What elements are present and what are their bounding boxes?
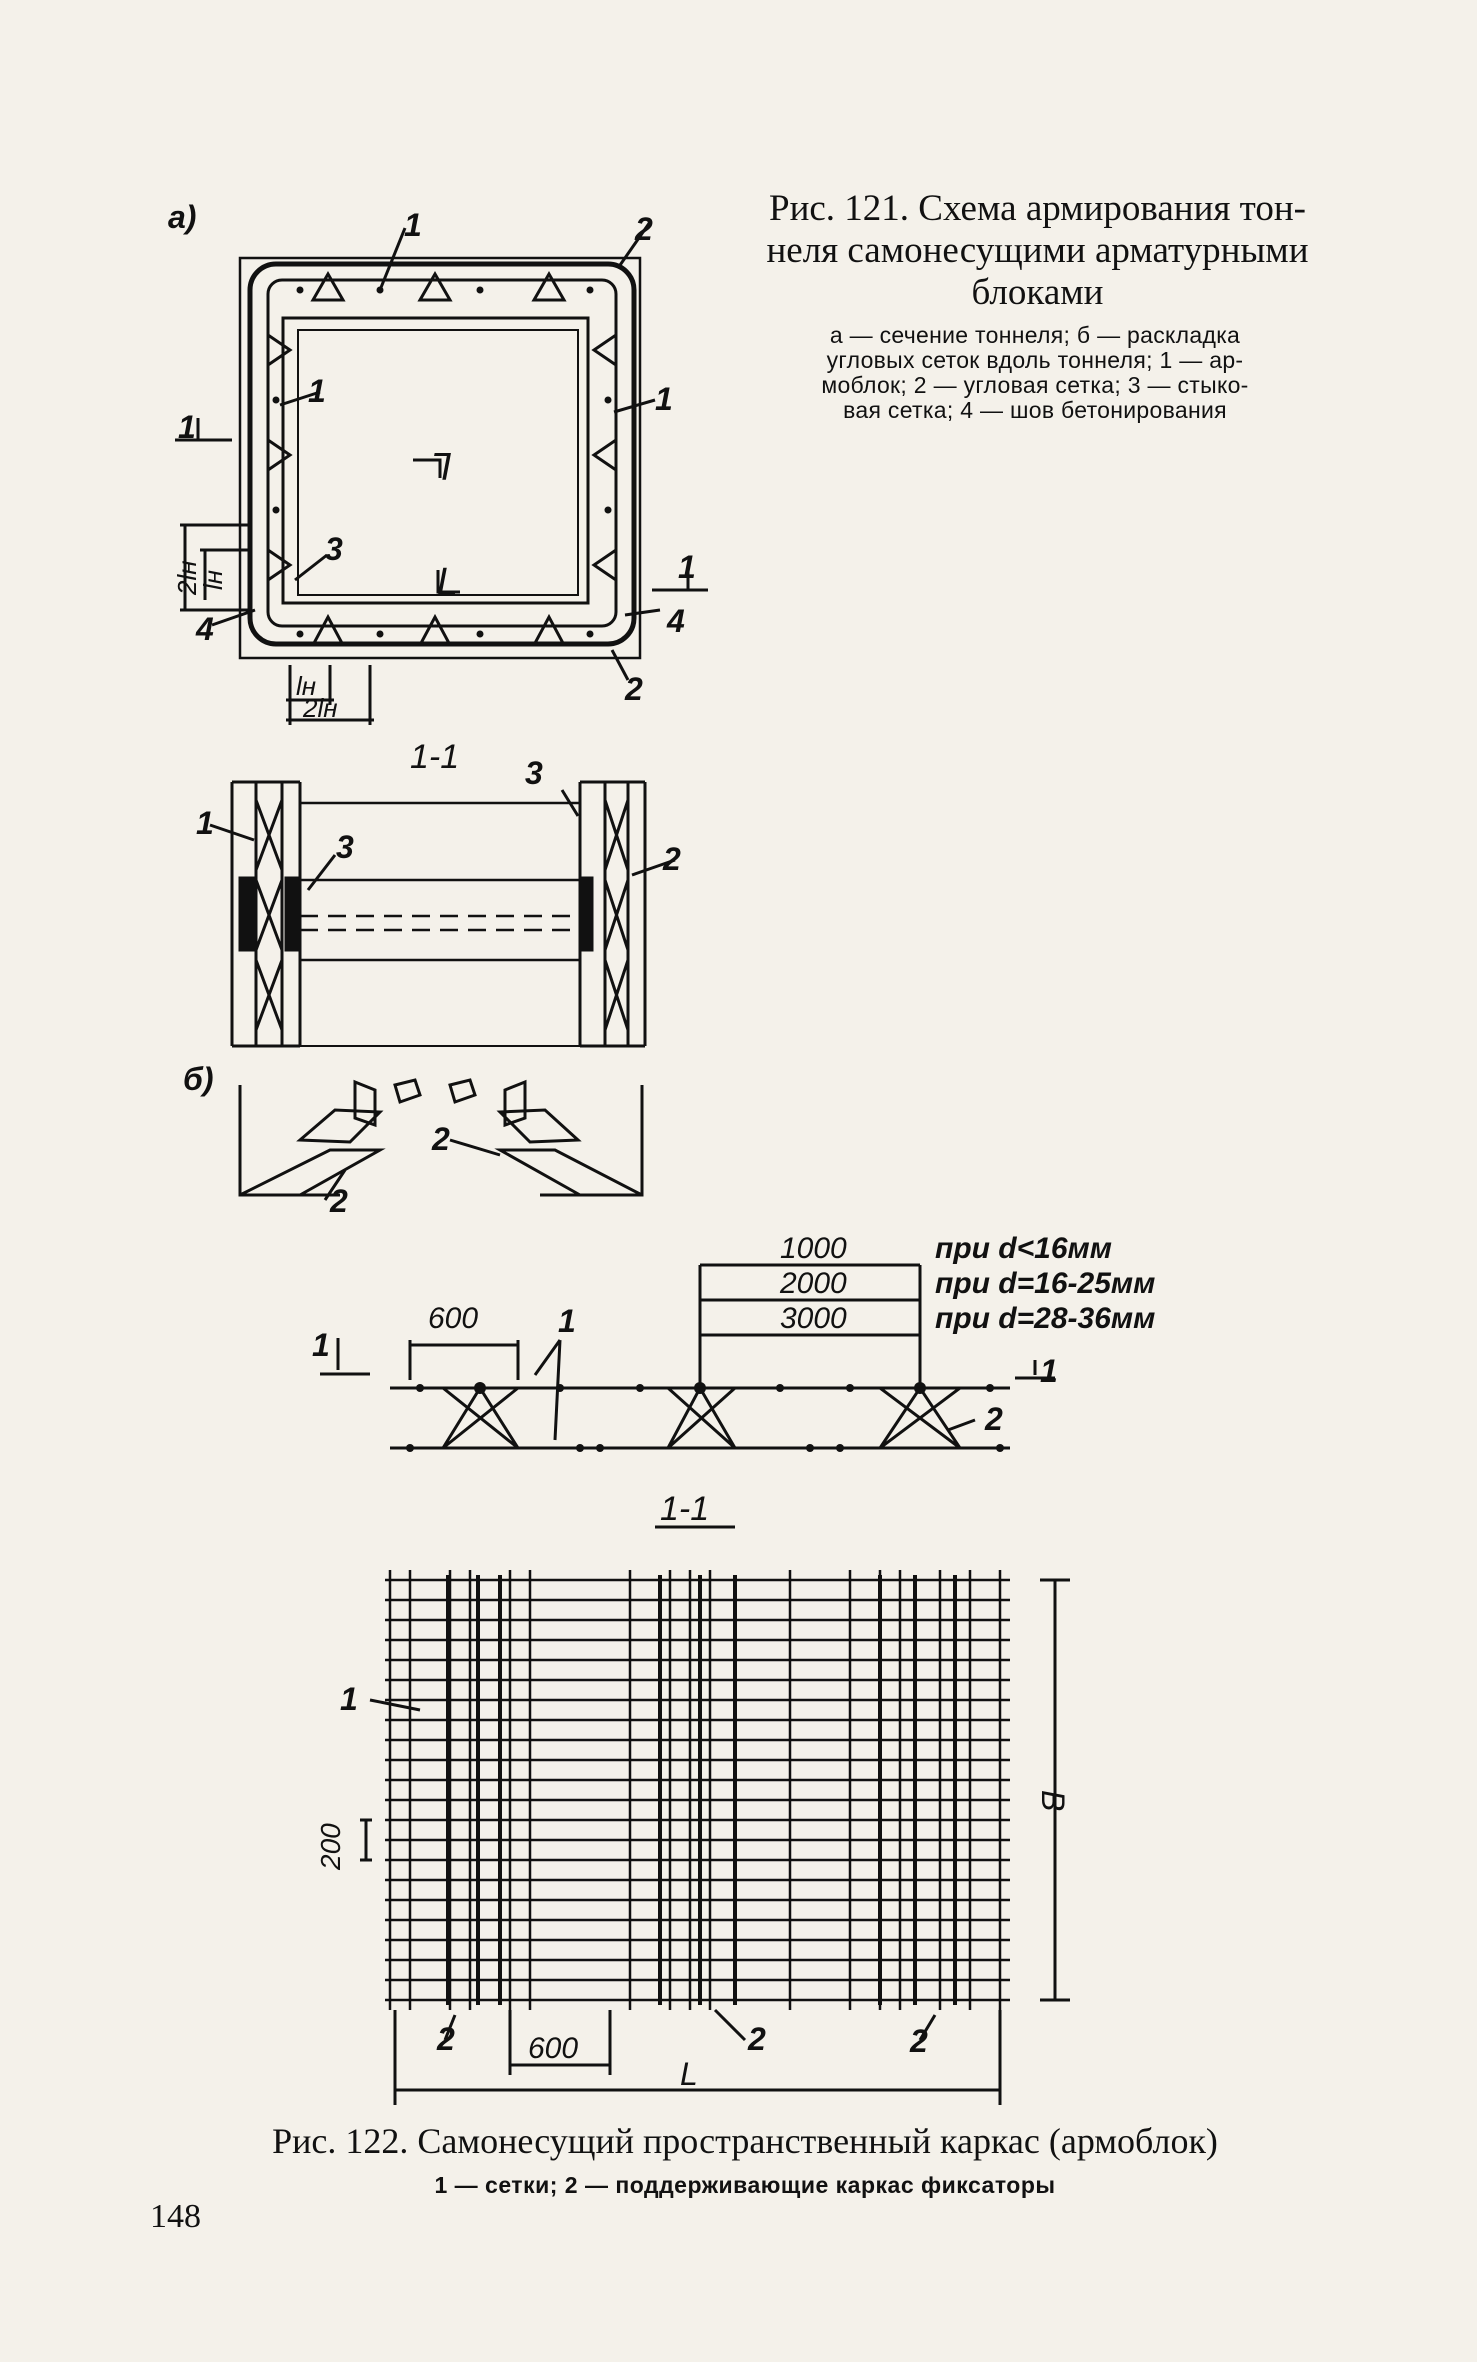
label-2-mesh-left: 2 [329, 1183, 348, 1219]
label-2-truss: 2 [984, 1401, 1003, 1437]
label-section-1-truss-right: 1 [1040, 1353, 1058, 1389]
fig121-legend: а — сечение тоннеля; б — раскладка углов… [821, 322, 1249, 423]
gamma-mark: ᒣ [430, 447, 452, 488]
label-4-left: 4 [195, 611, 214, 647]
label-section-1-truss-left: 1 [312, 1327, 330, 1363]
dim-600-top: 600 [428, 1302, 478, 1335]
label-3-section: 3 [336, 829, 354, 865]
label-1-plan: 1 [340, 1681, 358, 1717]
label-1-section: 1 [196, 805, 214, 841]
dim-ln-bottom: lн [296, 671, 316, 701]
label-1-truss: 1 [558, 1303, 576, 1339]
label-4-right: 4 [666, 603, 685, 639]
label-3-top-right: 3 [525, 755, 543, 791]
label-1-left: 1 [308, 373, 326, 409]
spacing-3000: 3000 [780, 1302, 847, 1335]
label-2-top: 2 [634, 211, 653, 247]
dim-2ln-left: 2lн [172, 560, 202, 596]
panel-b-label: б) [183, 1061, 213, 1097]
label-section-1-right: 1 [678, 549, 696, 585]
dim-L: L [680, 2056, 698, 2092]
dim-2ln-bottom: 2lн [302, 693, 338, 723]
truss-elevation [320, 1263, 1055, 1529]
spacing-2000-cond: при d=16-25мм [935, 1267, 1155, 1300]
fig122-title: Рис. 122. Самонесущий пространственный к… [272, 2121, 1218, 2161]
section-1-1-label-a: 1-1 [410, 738, 459, 776]
corner-mesh-layout [238, 1078, 644, 1201]
label-2-plan-center: 2 [747, 2021, 766, 2057]
dim-B: B [1035, 1790, 1071, 1811]
label-2-plan-right: 2 [909, 2023, 928, 2059]
fig122-legend: 1 — сетки; 2 — поддерживающие каркас фик… [434, 2172, 1056, 2198]
fig121-title: Рис. 121. Схема армирования тон- неля са… [766, 188, 1309, 313]
section-1-1-label-b: 1-1 [660, 1490, 709, 1528]
label-2-mesh-center: 2 [431, 1121, 450, 1157]
label-2-bottom: 2 [624, 671, 643, 707]
spacing-1000: 1000 [780, 1232, 847, 1265]
frame-plan [360, 1570, 1070, 2105]
label-1-right: 1 [655, 381, 673, 417]
label-2-plan-left: 2 [436, 2021, 455, 2057]
tunnel-section [175, 221, 708, 725]
l-mark: L [437, 561, 458, 603]
label-3: 3 [325, 531, 343, 567]
label-section-1-left: 1 [178, 409, 196, 445]
label-2-section: 2 [662, 841, 681, 877]
panel-a-label: а) [168, 199, 196, 235]
spacing-3000-cond: при d=28-36мм [935, 1302, 1155, 1335]
spacing-2000: 2000 [779, 1267, 847, 1300]
page-number: 148 [150, 2198, 201, 2235]
label-1-top: 1 [404, 207, 422, 243]
dim-600-plan: 600 [528, 2032, 578, 2065]
spacing-1000-cond: при d<16мм [935, 1232, 1112, 1265]
section-1-1-a [209, 780, 676, 1048]
dim-200: 200 [315, 1823, 346, 1871]
dim-ln-left: lн [198, 570, 228, 590]
